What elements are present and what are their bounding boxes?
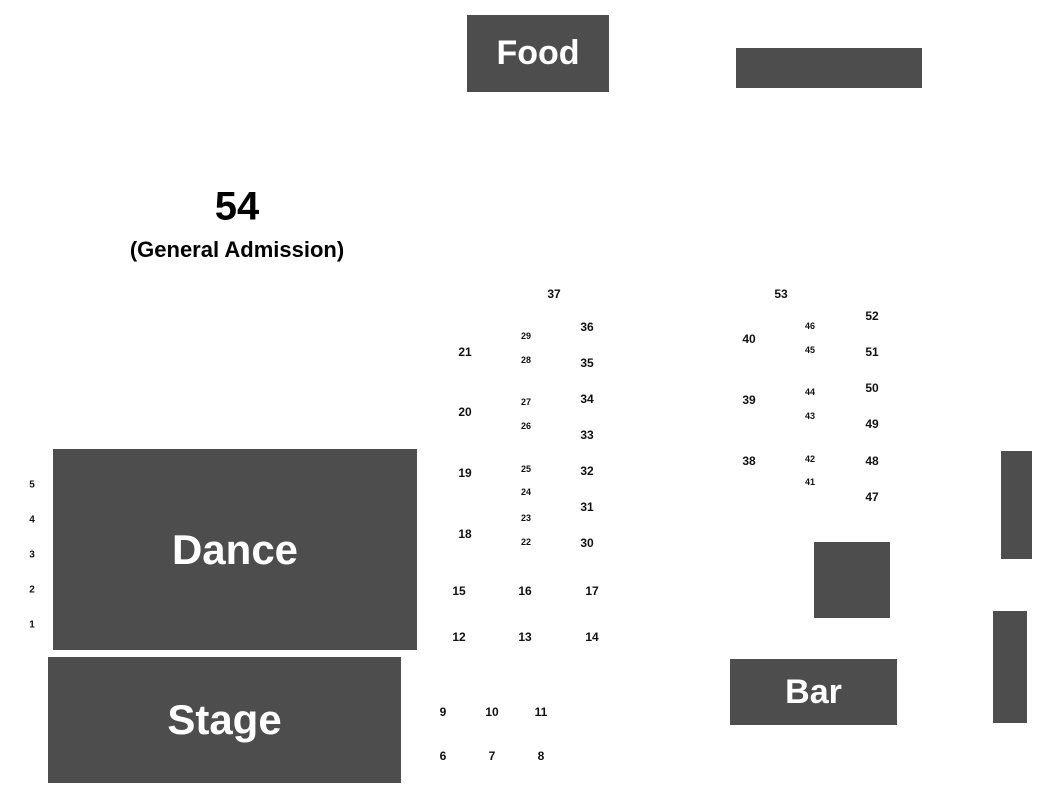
seat-42[interactable]: 42 [804,454,816,464]
seat-3[interactable]: 3 [29,549,35,561]
stage-area[interactable]: Stage [48,657,401,783]
seat-26[interactable]: 26 [520,421,532,431]
seat-51[interactable]: 51 [865,345,879,359]
seat-13[interactable]: 13 [518,630,532,644]
seat-2[interactable]: 2 [29,584,35,596]
top-right-block [736,48,922,88]
bar-area[interactable]: Bar [730,659,897,725]
seat-44[interactable]: 44 [804,387,816,397]
seat-40[interactable]: 40 [742,332,756,346]
seat-33[interactable]: 33 [580,428,594,442]
seat-43[interactable]: 43 [804,411,816,421]
seat-39[interactable]: 39 [742,393,756,407]
seat-46[interactable]: 46 [804,321,816,331]
seat-14[interactable]: 14 [585,630,599,644]
seat-45[interactable]: 45 [804,345,816,355]
seat-52[interactable]: 52 [865,309,879,323]
seat-10[interactable]: 10 [485,705,499,719]
seat-34[interactable]: 34 [580,392,594,406]
bar-label: Bar [785,672,842,711]
seat-19[interactable]: 19 [458,466,472,480]
seat-22[interactable]: 22 [520,537,532,547]
ga-section-number[interactable]: 54 [214,184,260,229]
food-area[interactable]: Food [467,15,609,92]
seat-7[interactable]: 7 [488,749,496,763]
seat-48[interactable]: 48 [865,454,879,468]
seat-18[interactable]: 18 [458,527,472,541]
seat-17[interactable]: 17 [585,584,599,598]
ga-section-label: (General Admission) [129,237,345,262]
right-block-upper [1001,451,1032,559]
seat-32[interactable]: 32 [580,464,594,478]
seat-23[interactable]: 23 [520,513,532,523]
seat-49[interactable]: 49 [865,417,879,431]
seat-1[interactable]: 1 [29,619,35,631]
seat-37[interactable]: 37 [547,287,561,301]
seat-27[interactable]: 27 [520,397,532,407]
seat-21[interactable]: 21 [458,345,472,359]
seat-9[interactable]: 9 [439,705,447,719]
seat-31[interactable]: 31 [580,500,594,514]
seat-38[interactable]: 38 [742,454,756,468]
seat-47[interactable]: 47 [865,490,879,504]
seat-6[interactable]: 6 [439,749,447,763]
food-label: Food [496,34,580,72]
square-block [814,542,890,618]
seat-25[interactable]: 25 [520,464,532,474]
dance-area[interactable]: Dance [53,449,417,650]
seat-5[interactable]: 5 [29,479,35,491]
seat-8[interactable]: 8 [537,749,545,763]
seat-12[interactable]: 12 [452,630,466,644]
seat-53[interactable]: 53 [774,287,788,301]
seat-16[interactable]: 16 [518,584,532,598]
seat-4[interactable]: 4 [29,514,35,526]
seat-24[interactable]: 24 [520,487,532,497]
seat-35[interactable]: 35 [580,356,594,370]
seat-36[interactable]: 36 [580,320,594,334]
seat-30[interactable]: 30 [580,536,594,550]
seat-15[interactable]: 15 [452,584,466,598]
right-block-lower [993,611,1027,723]
seat-29[interactable]: 29 [520,331,532,341]
dance-label: Dance [171,525,299,573]
seat-28[interactable]: 28 [520,355,532,365]
seat-11[interactable]: 11 [534,705,548,719]
seat-20[interactable]: 20 [458,405,472,419]
stage-label: Stage [167,696,282,743]
seat-50[interactable]: 50 [865,381,879,395]
seat-41[interactable]: 41 [804,477,816,487]
